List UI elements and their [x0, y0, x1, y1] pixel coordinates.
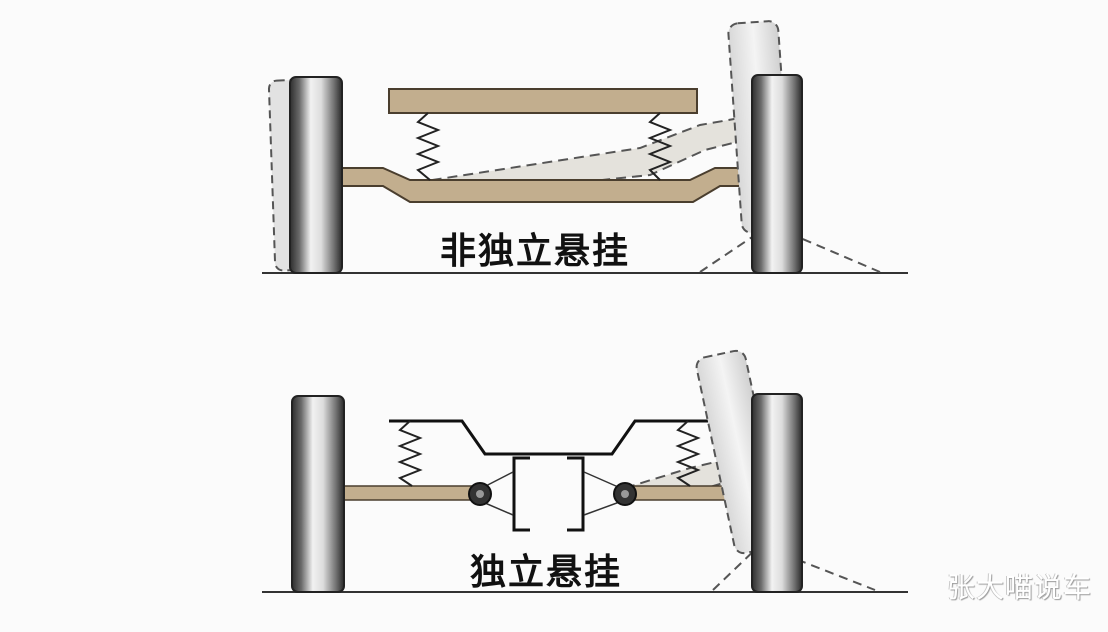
left-control-arm: [342, 485, 484, 501]
independent-suspension-panel: [262, 349, 908, 593]
right-wheel: [751, 74, 803, 274]
right-spring: [647, 112, 673, 181]
pivot-links: [477, 471, 626, 516]
left-pivot: [468, 482, 492, 506]
frame-bracket: [512, 456, 530, 532]
right-spring: [675, 420, 701, 487]
left-wheel: [289, 76, 343, 274]
dependent-suspension-label: 非独立悬挂: [440, 231, 631, 272]
left-spring: [397, 420, 423, 487]
right-pivot: [613, 482, 637, 506]
left-wheel: [291, 395, 345, 593]
dependent-suspension-panel: [262, 20, 908, 274]
left-spring: [415, 112, 441, 181]
chassis-frame: [389, 419, 708, 456]
body-plate: [388, 88, 698, 114]
independent-suspension-label: 独立悬挂: [470, 552, 623, 593]
watermark: 张大喵说车: [946, 571, 1092, 604]
frame-bracket: [567, 456, 585, 532]
right-wheel: [751, 393, 803, 593]
